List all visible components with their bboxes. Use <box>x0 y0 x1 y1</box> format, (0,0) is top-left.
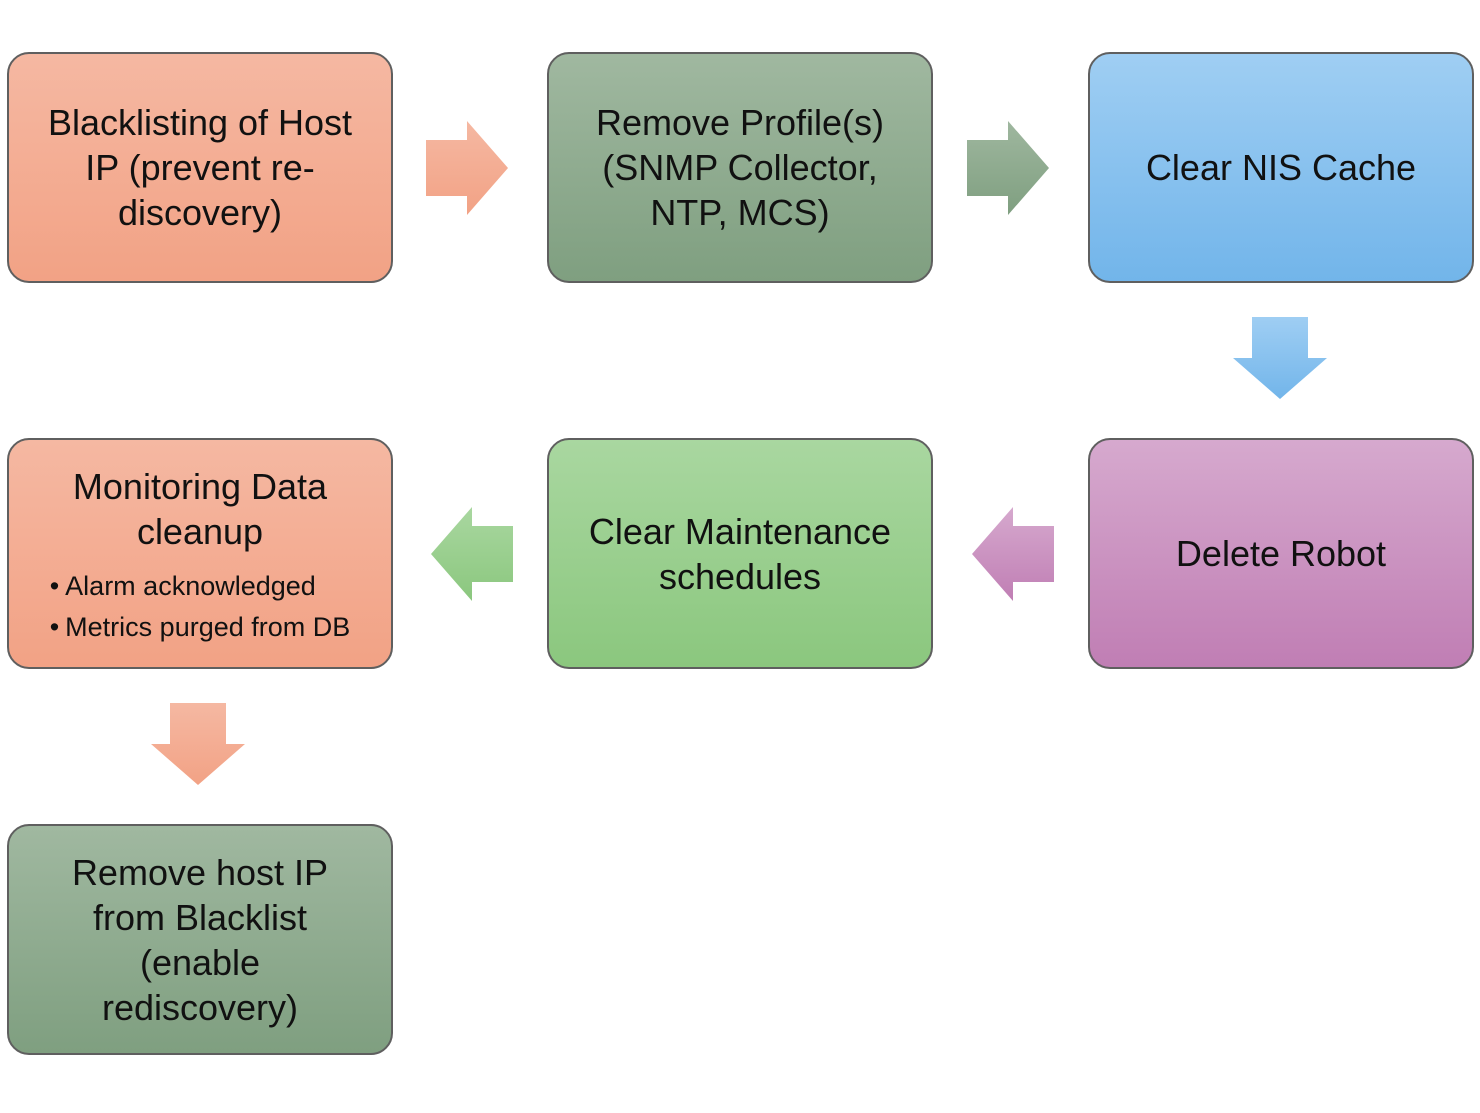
step-title: Delete Robot <box>1175 533 1387 574</box>
arrow-left-1 <box>972 507 1054 601</box>
step-clear-maintenance-schedules: Clear Maintenance schedules <box>547 438 933 669</box>
step-bullet-list: Alarm acknowledged Metrics purged from D… <box>50 566 351 648</box>
bullet-alarm-acknowledged: Alarm acknowledged <box>50 566 351 607</box>
step-title: Blacklisting of Host IP (prevent re- dis… <box>47 102 353 233</box>
step-title: Remove host IP from Blacklist (enable re… <box>71 851 329 1028</box>
arrow-down-2 <box>151 703 245 785</box>
step-title: Clear NIS Cache <box>1145 147 1417 188</box>
step-remove-profiles: Remove Profile(s) (SNMP Collector, NTP, … <box>547 52 933 283</box>
bullet-metrics-purged: Metrics purged from DB <box>50 607 350 648</box>
step-title: Monitoring Data cleanup <box>72 465 328 552</box>
arrow-right-2 <box>967 121 1049 215</box>
arrow-right-1 <box>426 121 508 215</box>
step-monitoring-data-cleanup: Monitoring Data cleanup Alarm acknowledg… <box>7 438 393 669</box>
step-title: Remove Profile(s) (SNMP Collector, NTP, … <box>595 102 885 233</box>
step-clear-nis-cache: Clear NIS Cache <box>1088 52 1474 283</box>
step-blacklist-host-ip: Blacklisting of Host IP (prevent re- dis… <box>7 52 393 283</box>
step-delete-robot: Delete Robot <box>1088 438 1474 669</box>
step-title: Clear Maintenance schedules <box>588 510 892 597</box>
arrow-down-1 <box>1233 317 1327 399</box>
arrow-left-2 <box>431 507 513 601</box>
step-remove-host-from-blacklist: Remove host IP from Blacklist (enable re… <box>7 824 393 1055</box>
